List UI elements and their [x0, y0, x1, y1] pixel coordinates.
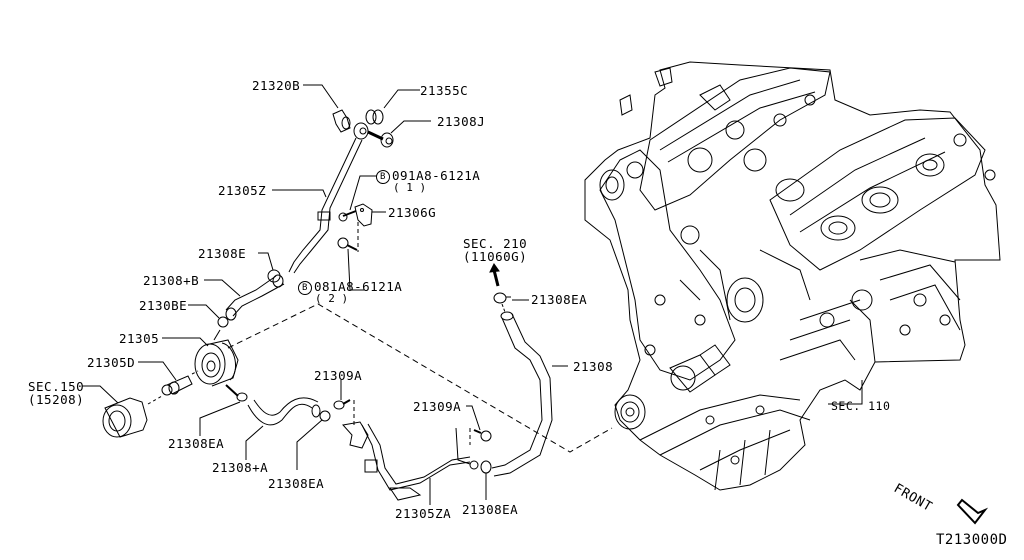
label-21308: 21308: [573, 359, 614, 374]
label-bolt-qty-2: ( 2 ): [315, 292, 349, 305]
bolt-081A8: [338, 238, 357, 250]
front-arrow-icon: [958, 500, 985, 523]
clamp-21308E-low: [218, 317, 228, 327]
label-sec210-ref: (11060G): [463, 249, 528, 264]
label-21308E-low: 2130BE: [139, 298, 188, 313]
label-21309A-left: 21309A: [314, 368, 363, 383]
label-21305Z: 21305Z: [218, 183, 267, 198]
label-21305ZA: 21305ZA: [395, 506, 452, 521]
bolt-code-1: 091A8-6121A: [392, 168, 481, 183]
label-sec110: SEC. 110: [831, 399, 891, 413]
label-sec150-ref: (15208): [28, 392, 85, 407]
clamp-21308EA-bottom: [481, 461, 491, 473]
bolt-marker-icon: B: [376, 169, 390, 184]
oil-filter: [103, 398, 147, 437]
bolt-21309A-right: [470, 428, 491, 445]
pipe-21305Z: [289, 138, 362, 273]
arrow-up-icon: [490, 264, 499, 286]
banjo-bolt-21308J: [368, 132, 393, 147]
label-sec150: SEC.150: [28, 379, 85, 394]
label-21320B: 21320B: [252, 78, 301, 93]
pipe-21305ZA: [343, 422, 470, 500]
label-21306G: 21306G: [388, 205, 437, 220]
label-21308J: 21308J: [437, 114, 486, 129]
label-21308EA-top: 21308EA: [531, 292, 588, 307]
fitting-21320B: [333, 110, 350, 132]
banjo-eye: [354, 123, 368, 139]
label-21308EA-left: 21308EA: [168, 436, 225, 451]
hose-21308: [492, 312, 552, 476]
diagram-code: T213000D: [936, 532, 1008, 548]
label-sec210: SEC. 210: [463, 236, 528, 251]
label-21305: 21305: [119, 331, 160, 346]
reference-line: [228, 304, 612, 452]
label-21308E-top: 21308E: [198, 246, 247, 261]
leader-lines: [82, 85, 862, 505]
oil-cooler-21305: [195, 340, 238, 386]
engine-assembly: [585, 62, 1000, 490]
clamp-21308E-top: [268, 270, 280, 282]
label-21308EA-mid: 21308EA: [268, 476, 325, 491]
connector-21305D: [162, 376, 192, 395]
label-21308A: 21308+A: [212, 460, 269, 475]
fitting-21308EA-left: [226, 385, 247, 401]
washer-21355C: [366, 110, 383, 124]
hose-21308A: [248, 398, 320, 425]
label-21355C: 21355C: [420, 83, 469, 98]
bolt-code-2: 081A8-6121A: [314, 279, 403, 294]
bolt-marker-icon: B: [298, 280, 312, 295]
fitting-21308EA-top: [494, 293, 511, 312]
clamp-21308EA-mid: [320, 411, 330, 421]
label-21308B: 21308+B: [143, 273, 200, 288]
label-21305D: 21305D: [87, 355, 136, 370]
label-21308EA-bottom: 21308EA: [462, 502, 519, 517]
hose-21308B: [226, 275, 284, 320]
label-bolt-qty-1: ( 1 ): [393, 181, 427, 194]
clamp-bracket-21306G: [339, 204, 372, 252]
label-21309A-right: 21309A: [413, 399, 462, 414]
